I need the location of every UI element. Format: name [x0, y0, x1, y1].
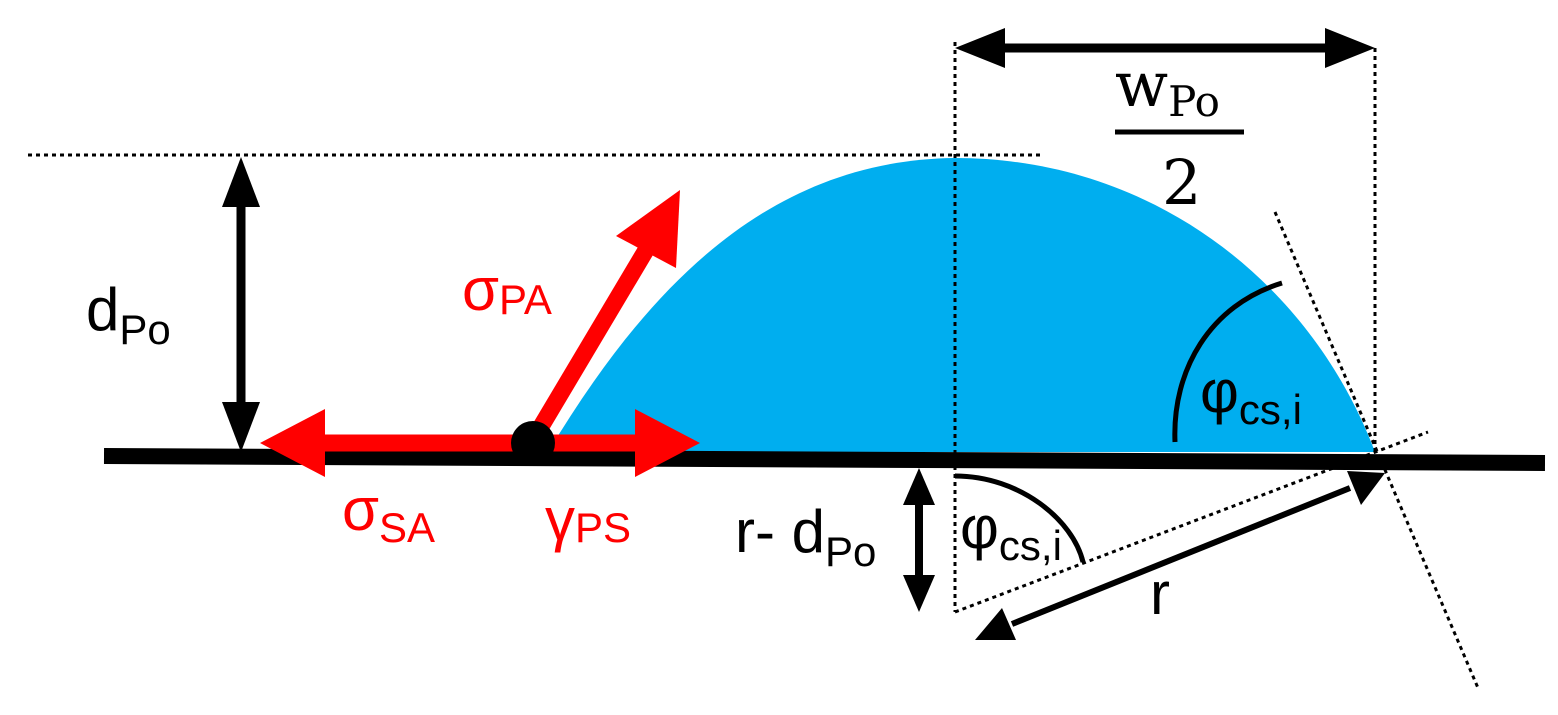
- radius-arrowhead-start: [975, 608, 1016, 640]
- half-width-arrowhead-right: [1325, 28, 1375, 68]
- substrate-line: [103, 448, 1546, 471]
- label-sigma-pa: σPA: [462, 256, 552, 323]
- contact-angle-arc-top: [1172, 280, 1283, 443]
- label-gamma-ps: γPS: [545, 486, 631, 553]
- fraction-denominator: 2: [1162, 146, 1201, 219]
- height-arrowhead-bottom: [222, 402, 260, 452]
- label-phi-top: φcs,i: [1200, 358, 1302, 433]
- contact-angle-arc-bottom: [954, 473, 1086, 563]
- sigma-pa-arrowhead: [616, 190, 680, 268]
- label-sigma-sa: σSA: [342, 476, 435, 551]
- dotted-guides: [28, 42, 1480, 689]
- label-r: r: [1150, 560, 1170, 627]
- force-vectors: [260, 190, 700, 477]
- contact-point: [511, 421, 555, 465]
- half-width-arrowhead-left: [955, 28, 1005, 68]
- sigma-sa-arrowhead: [260, 409, 325, 477]
- dimension-arrows: [222, 28, 1385, 640]
- sigma-pa-arrow: [525, 235, 660, 445]
- label-d-po: dPo: [86, 276, 171, 353]
- height-arrowhead-top: [222, 157, 260, 207]
- fraction-numerator: wPo: [1115, 48, 1220, 126]
- radius-arrowhead-end: [1347, 471, 1385, 505]
- label-r-minus-d: r- dPo: [735, 498, 876, 575]
- gamma-ps-arrowhead: [635, 409, 700, 477]
- r-minus-d-arrowhead-bottom: [903, 575, 935, 612]
- droplet: [548, 158, 1375, 452]
- r-minus-d-arrowhead-top: [903, 468, 935, 505]
- half-width-fraction: wPo 2: [1115, 48, 1244, 219]
- radius-arrow: [1010, 485, 1352, 627]
- label-phi-bottom: φcs,i: [960, 494, 1062, 569]
- tangent-line: [1273, 211, 1480, 689]
